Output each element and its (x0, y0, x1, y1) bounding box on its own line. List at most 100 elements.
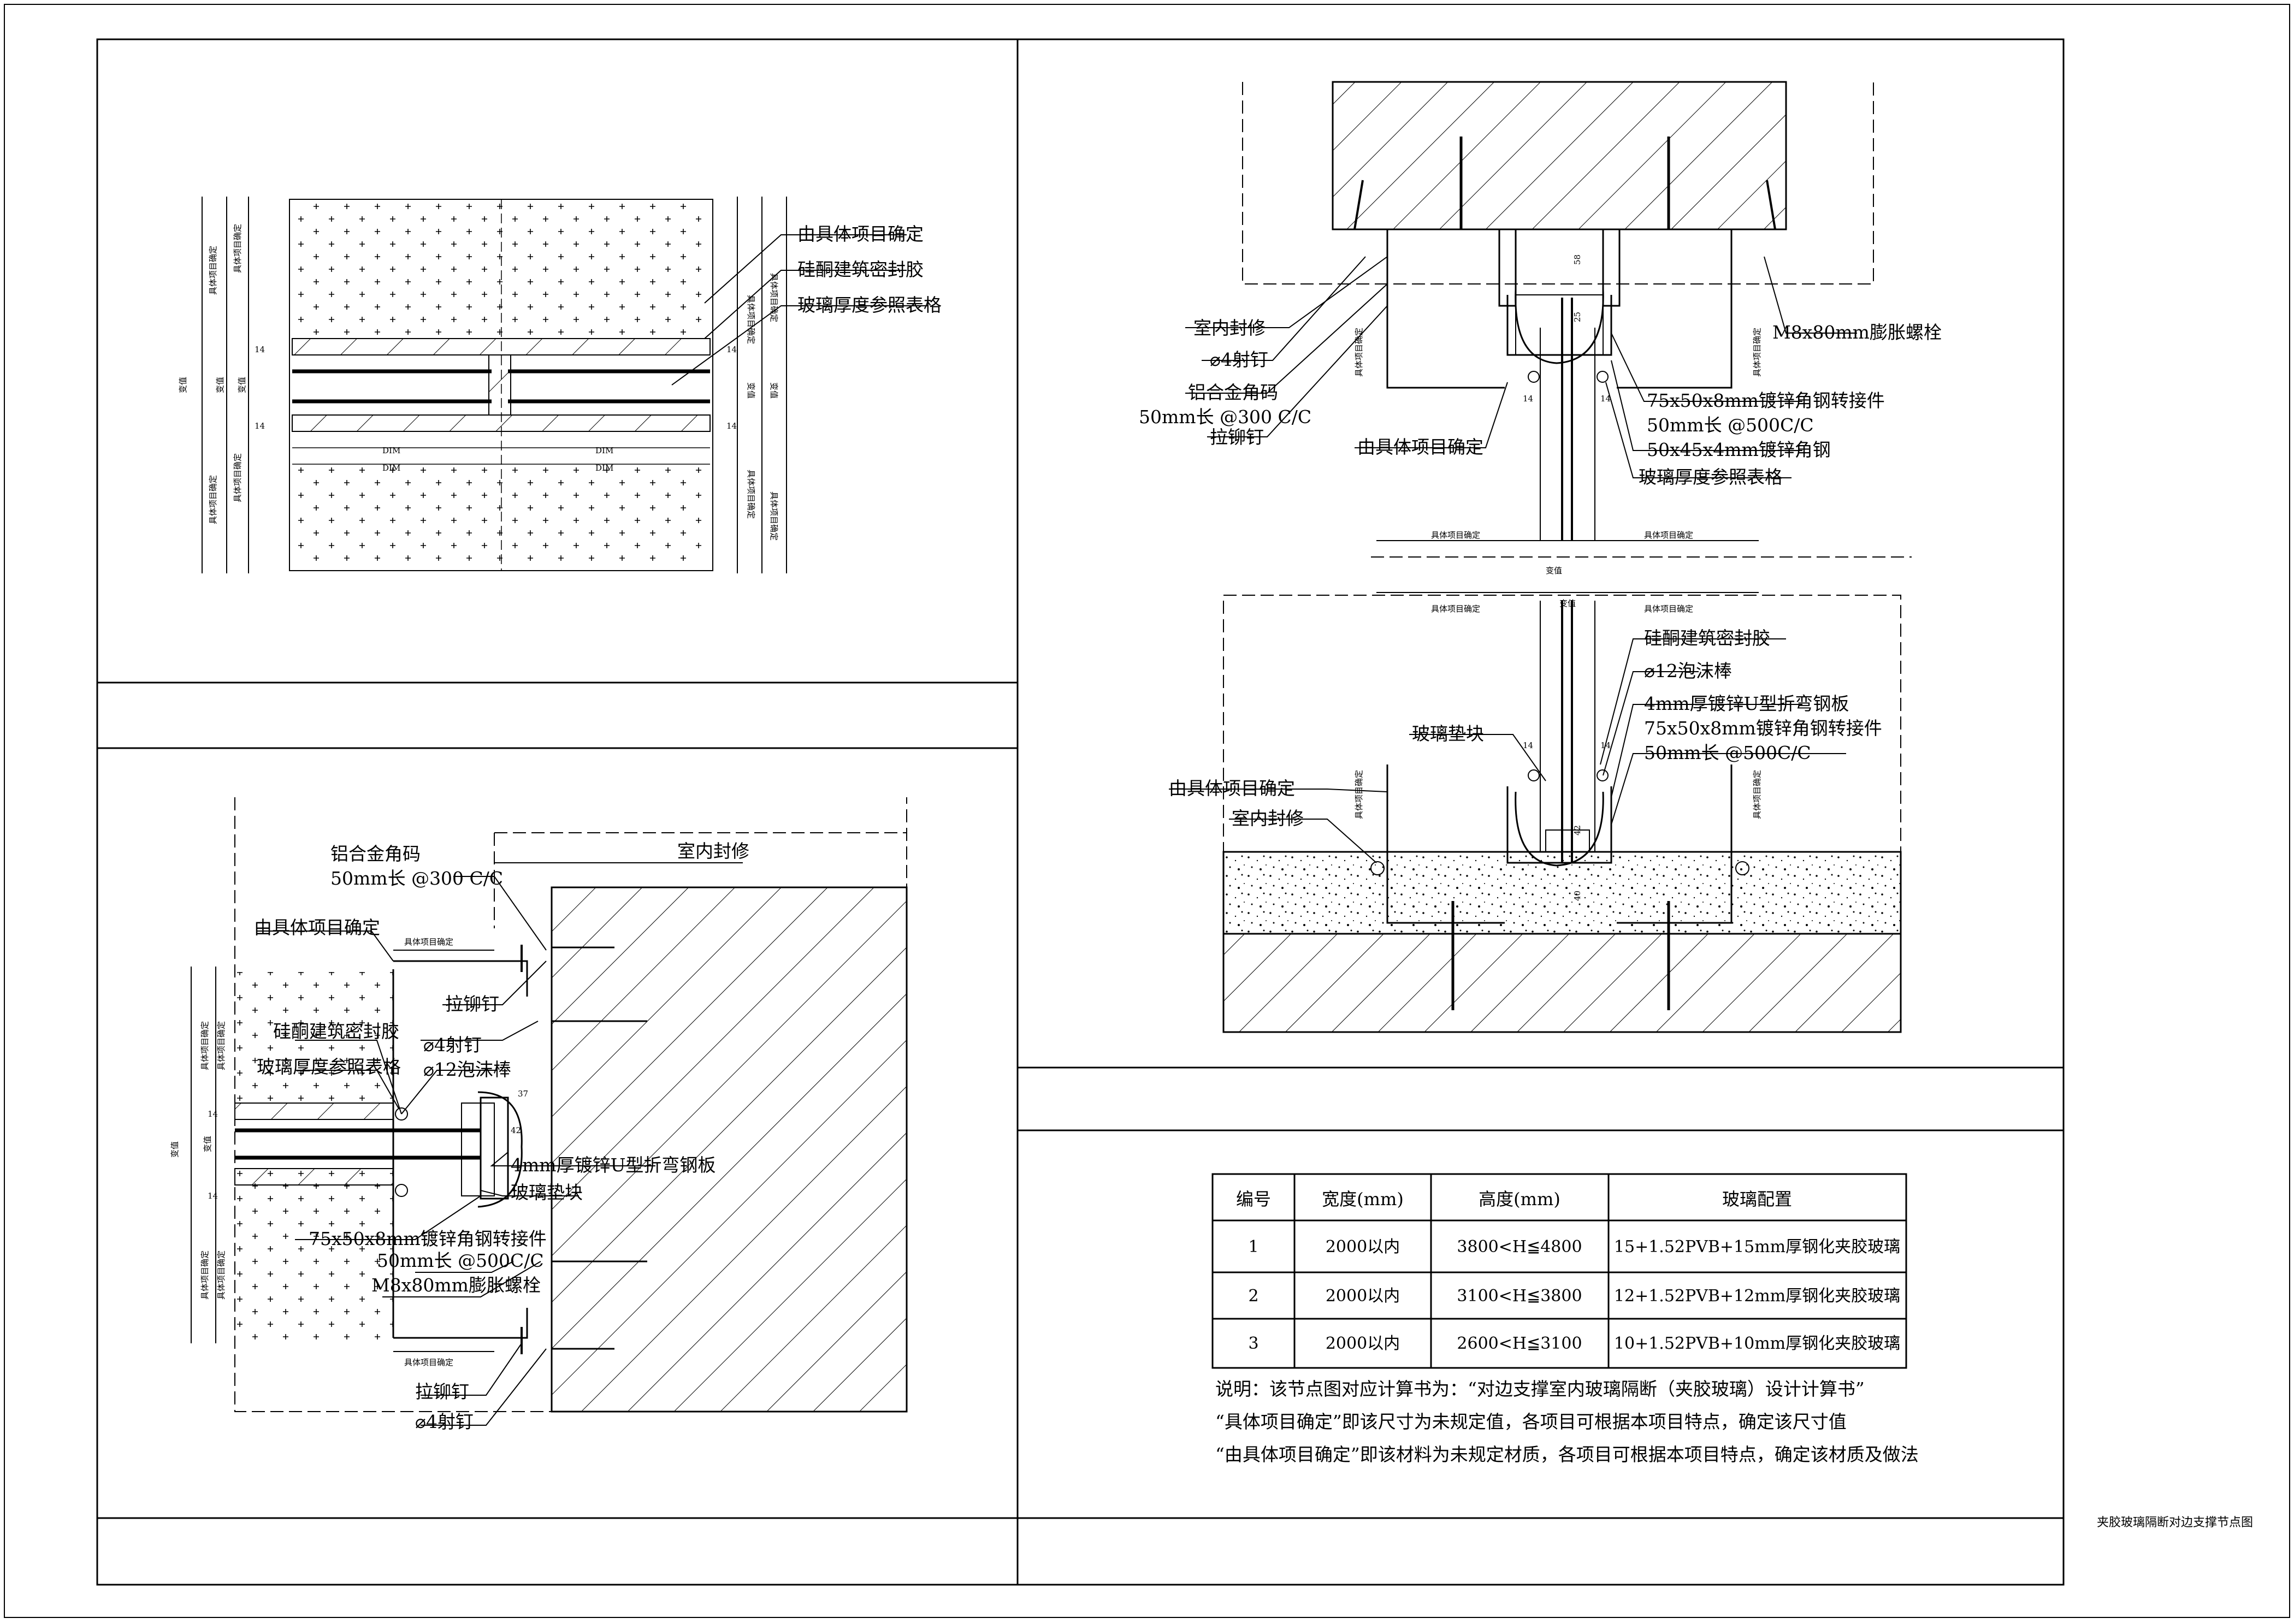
callout-label: ⌀4射钉 (415, 1411, 474, 1432)
table-cell: 2000以内 (1326, 1334, 1400, 1353)
dim-text: 具体项目确定 (1752, 770, 1762, 819)
table-header: 编号 (1236, 1189, 1271, 1210)
table-cell: 15+1.52PVB+15mm厚钢化夹胶玻璃 (1614, 1237, 1900, 1256)
callout-label: 50mm长 @500C/C (1647, 414, 1814, 436)
callout-label: 拉铆钉 (445, 993, 499, 1015)
dim-text: DIM (595, 463, 613, 473)
callout-label: ⌀12泡沫棒 (423, 1059, 511, 1080)
drawing-title: 夹胶玻璃隔断对边支撑节点图 (2097, 1516, 2253, 1530)
callout-label: 硅酮建筑密封胶 (1644, 627, 1770, 649)
callout-label: 75x50x8mm镀锌角钢转接件 (1644, 718, 1882, 739)
table-cell: 10+1.52PVB+10mm厚钢化夹胶玻璃 (1614, 1334, 1900, 1353)
dim-text: 具体项目确定 (208, 475, 218, 524)
dim-text: DIM (382, 446, 400, 455)
table-cell: 2 (1248, 1287, 1258, 1306)
table-cell: 12+1.52PVB+12mm厚钢化夹胶玻璃 (1614, 1287, 1900, 1306)
dim-text: 具体项目确定 (1431, 604, 1480, 614)
callout-label: 4mm厚镀锌U型折弯钢板 (1644, 693, 1849, 714)
dim-text: 变值 (170, 1141, 180, 1158)
table-cell: 2000以内 (1326, 1237, 1400, 1256)
dim-text: 42 (511, 1125, 521, 1135)
dim-text: 14 (208, 1109, 218, 1119)
dim-text: 变值 (769, 382, 779, 399)
callout-label: 75x50x8mm镀锌角钢转接件 (1647, 390, 1885, 411)
callout-label: 玻璃垫块 (511, 1182, 583, 1203)
callout-label: 室内封修 (1193, 317, 1266, 339)
table-cell: 2600<H≦3100 (1457, 1334, 1582, 1353)
callout-label: M8x80mm膨胀螺栓 (1772, 322, 1942, 343)
callout-label: 室内封修 (1232, 808, 1304, 829)
note-line: 说明：该节点图对应计算书为：“对边支撑室内玻璃隔断（夹胶玻璃）设计计算书” (1215, 1378, 1865, 1400)
callout-label: 玻璃垫块 (1412, 723, 1484, 744)
dim-text: 具体项目确定 (1354, 770, 1364, 819)
note-line: “由具体项目确定”即该材料为未规定材质，各项目可根据本项目特点，确定该材质及做法 (1215, 1444, 1919, 1465)
callout-label: 由具体项目确定 (254, 917, 380, 938)
callout-label: 铝合金角码 (330, 843, 421, 864)
section-wall: 42 37 具体项目确定 具体项目确定 具体项目确定 具体项目确定 变值 变值 … (170, 797, 908, 1432)
callout-label: 玻璃厚度参照表格 (257, 1056, 401, 1077)
callout-label: 50mm长 @500C/C (1644, 742, 1811, 763)
dim-text: 具体项目确定 (769, 491, 779, 541)
callout-label: 室内封修 (677, 840, 749, 862)
dim-text: 具体项目确定 (404, 1358, 453, 1367)
dim-text: 具体项目确定 (1644, 604, 1693, 614)
dim-text: 变值 (178, 377, 188, 393)
callout-label: ⌀12泡沫棒 (1644, 660, 1732, 681)
callout-label: 4mm厚镀锌U型折弯钢板 (511, 1154, 716, 1176)
dim-text: 具体项目确定 (200, 1021, 210, 1070)
dim-text: 14 (208, 1191, 218, 1201)
drawing-frame (96, 38, 2065, 1586)
dim-text: 14 (1523, 394, 1533, 404)
callout-label: 由具体项目确定 (797, 223, 924, 245)
table-cell: 3 (1248, 1334, 1258, 1353)
callout-label: 50mm长 @300 C/C (330, 868, 503, 889)
dim-text: 42 (1572, 825, 1582, 835)
dim-text: 具体项目确定 (233, 453, 243, 502)
callout-label: 50mm长 @300 C/C (1139, 406, 1311, 428)
dim-text: 具体项目确定 (404, 937, 453, 947)
dim-text: 14 (726, 345, 737, 354)
callout-label: ⌀4射钉 (1210, 349, 1268, 370)
callout-label: 玻璃厚度参照表格 (797, 294, 942, 316)
table-cell: 2000以内 (1326, 1287, 1400, 1306)
callout-label: 硅酮建筑密封胶 (273, 1021, 399, 1042)
section-top-ceiling: 58 25 14 14 具体项目确定 具体项目确定 具体项目确定 具体项目确定 … (1139, 81, 1942, 576)
dim-text: 具体项目确定 (216, 1021, 226, 1070)
dim-text: 14 (1523, 740, 1533, 750)
dim-text: 具体项目确定 (746, 470, 756, 519)
dim-text: 具体项目确定 (1354, 328, 1364, 377)
dim-text: 具体项目确定 (746, 295, 756, 344)
table-header: 宽度(mm) (1322, 1189, 1404, 1210)
dim-text: DIM (595, 446, 613, 455)
dim-text: 具体项目确定 (208, 246, 218, 295)
callout-label: 50mm长 @500C/C (377, 1250, 544, 1271)
table-cell: 3100<H≦3800 (1457, 1287, 1582, 1306)
dim-text: 具体项目确定 (233, 224, 243, 273)
dim-text: 40 (1572, 891, 1582, 901)
callout-label: 拉铆钉 (1210, 426, 1264, 448)
dim-text: 变值 (215, 377, 225, 393)
callout-label: 50x45x4mm镀锌角钢 (1647, 439, 1831, 460)
dim-text: 14 (255, 345, 265, 354)
table-cell: 3800<H≦4800 (1457, 1237, 1582, 1256)
table-header: 高度(mm) (1479, 1189, 1560, 1210)
dim-text: 具体项目确定 (769, 273, 779, 322)
dim-text: 37 (518, 1089, 528, 1099)
dim-text: 14 (1600, 394, 1611, 404)
callout-label: 75x50x8mm镀锌角钢转接件 (309, 1228, 547, 1249)
callout-label: 铝合金角码 (1188, 382, 1278, 403)
callout-label: M8x80mm膨胀螺栓 (371, 1275, 541, 1296)
callout-label: ⌀4射钉 (423, 1034, 482, 1056)
section-floor: 具体项目确定 具体项目确定 变值 14 14 40 42 具体项目确定 具体项目… (1169, 592, 1902, 1033)
dim-text: 变值 (1546, 566, 1562, 576)
callout-label: 由具体项目确定 (1357, 436, 1483, 458)
dim-text: 具体项目确定 (1644, 530, 1693, 540)
dim-text: 25 (1572, 312, 1582, 322)
dim-text: 具体项目确定 (200, 1250, 210, 1300)
sheet-border (4, 4, 2290, 1618)
dim-text: 变值 (203, 1136, 212, 1152)
dim-text: 具体项目确定 (1752, 328, 1762, 377)
dim-text: 14 (726, 421, 737, 431)
